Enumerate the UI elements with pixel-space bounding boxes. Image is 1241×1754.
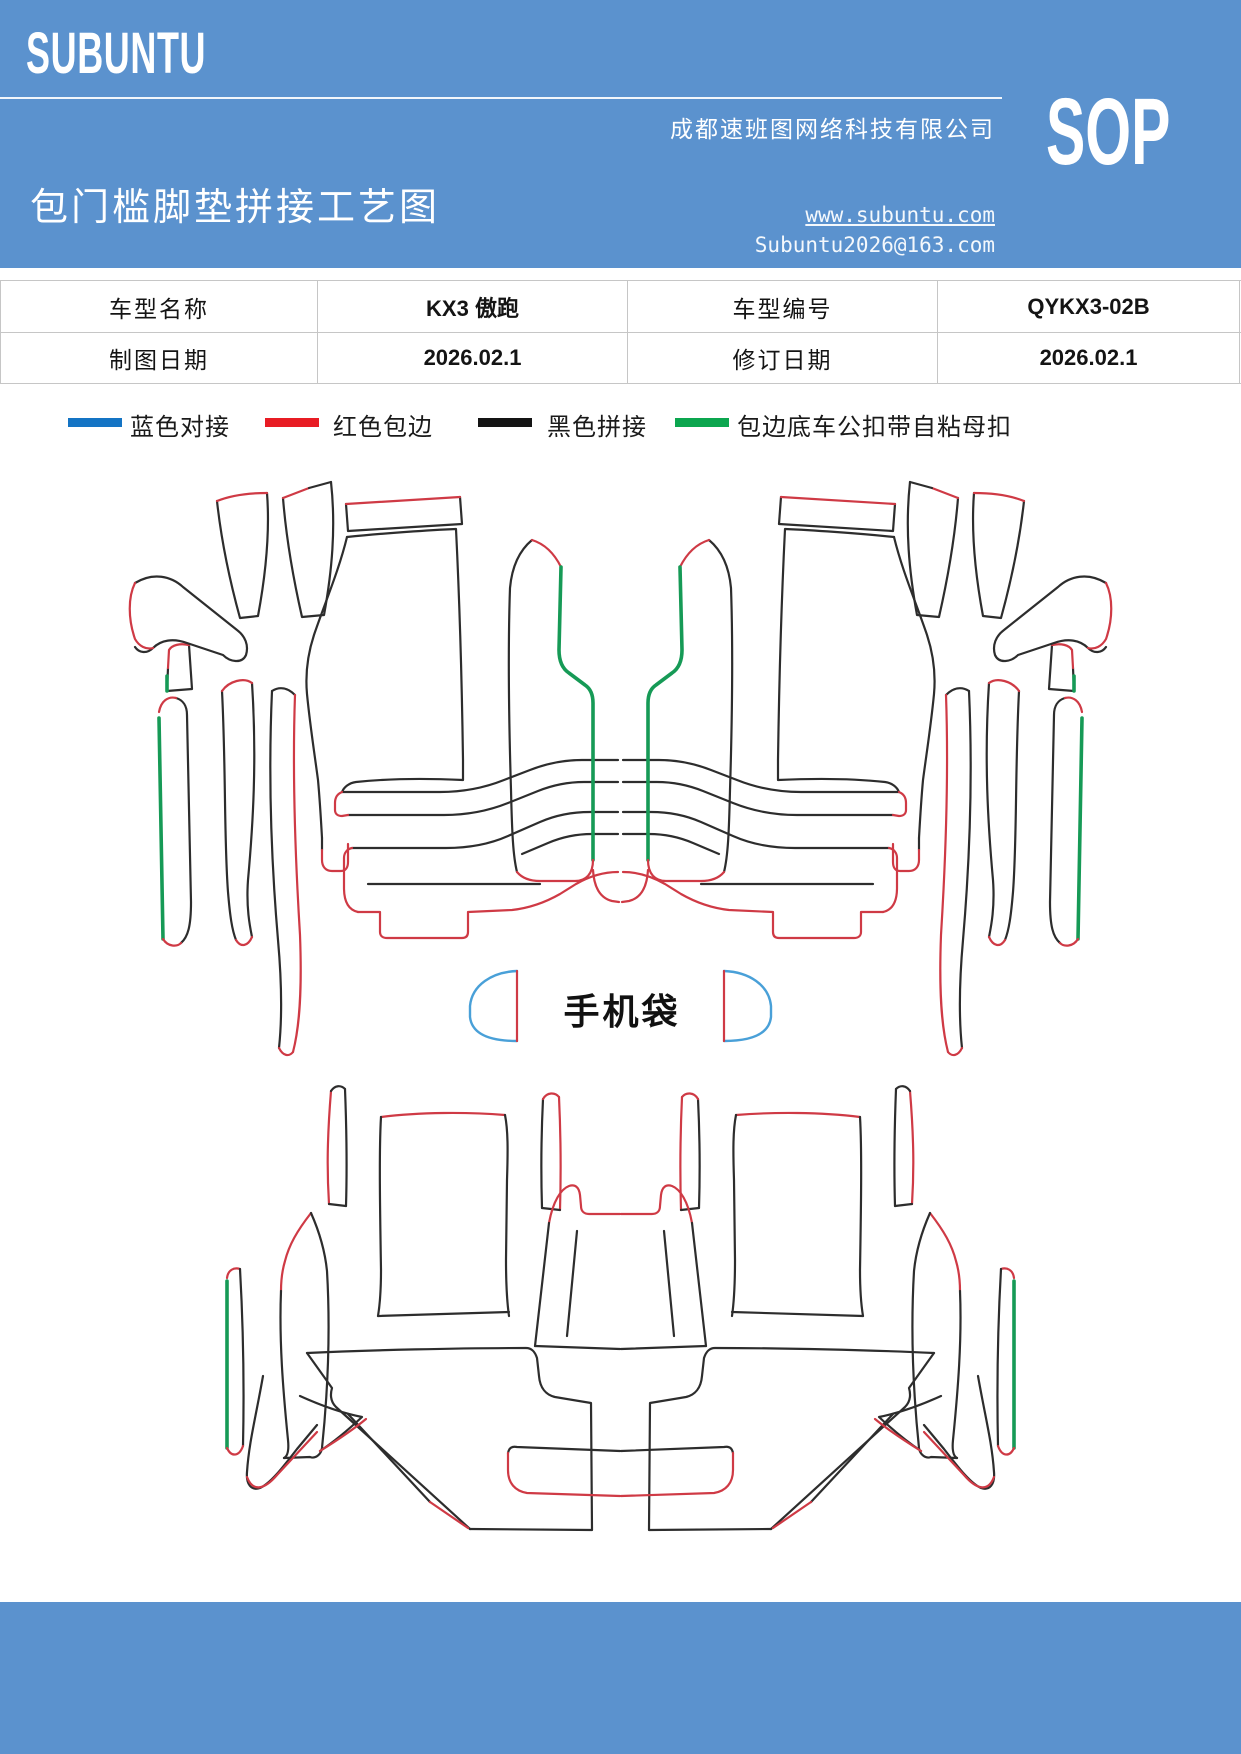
draw-date-value: 2026.02.1 xyxy=(318,333,628,383)
brand-logo: SUBUNTU xyxy=(26,21,207,86)
legend-swatch-red xyxy=(265,418,319,427)
model-code-label: 车型编号 xyxy=(628,281,938,332)
website-link[interactable]: www.subuntu.com xyxy=(805,203,995,227)
header-divider xyxy=(0,97,1002,99)
page-title: 包门槛脚垫拼接工艺图 xyxy=(30,187,441,229)
draw-date-label: 制图日期 xyxy=(0,333,318,383)
legend-label-blue: 蓝色对接 xyxy=(130,414,230,441)
email-address: Subuntu2026@163.com xyxy=(754,233,995,257)
footer-banner: 成都速班图网络科技有限公司 www.subuntu.com xyxy=(0,1602,1241,1754)
legend-swatch-black xyxy=(478,418,532,427)
legend-label-green: 包边底车公扣带自粘母扣 xyxy=(737,414,1012,441)
legend: 蓝色对接 红色包边 黑色拼接 包边底车公扣带自粘母扣 xyxy=(0,404,1241,442)
revise-date-value: 2026.02.1 xyxy=(938,333,1240,383)
table-row: 制图日期 2026.02.1 修订日期 2026.02.1 xyxy=(0,332,1241,383)
vehicle-info-table: 车型名称 KX3 傲跑 车型编号 QYKX3-02B 制图日期 2026.02.… xyxy=(0,280,1241,384)
model-name-value: KX3 傲跑 xyxy=(318,281,628,332)
table-row: 车型名称 KX3 傲跑 车型编号 QYKX3-02B xyxy=(0,281,1241,332)
legend-swatch-green xyxy=(675,418,729,427)
legend-swatch-blue xyxy=(68,418,122,427)
header-banner: SUBUNTU 包门槛脚垫拼接工艺图 成都速班图网络科技有限公司 www.sub… xyxy=(0,0,1241,268)
phone-bag-label: 手机袋 xyxy=(563,991,681,1032)
legend-label-black: 黑色拼接 xyxy=(547,414,647,441)
revise-date-label: 修订日期 xyxy=(628,333,938,383)
sop-badge: SOP xyxy=(1046,79,1171,185)
model-code-value: QYKX3-02B xyxy=(938,281,1240,332)
legend-label-red: 红色包边 xyxy=(333,414,433,441)
model-name-label: 车型名称 xyxy=(0,281,318,332)
company-name: 成都速班图网络科技有限公司 xyxy=(670,116,995,142)
